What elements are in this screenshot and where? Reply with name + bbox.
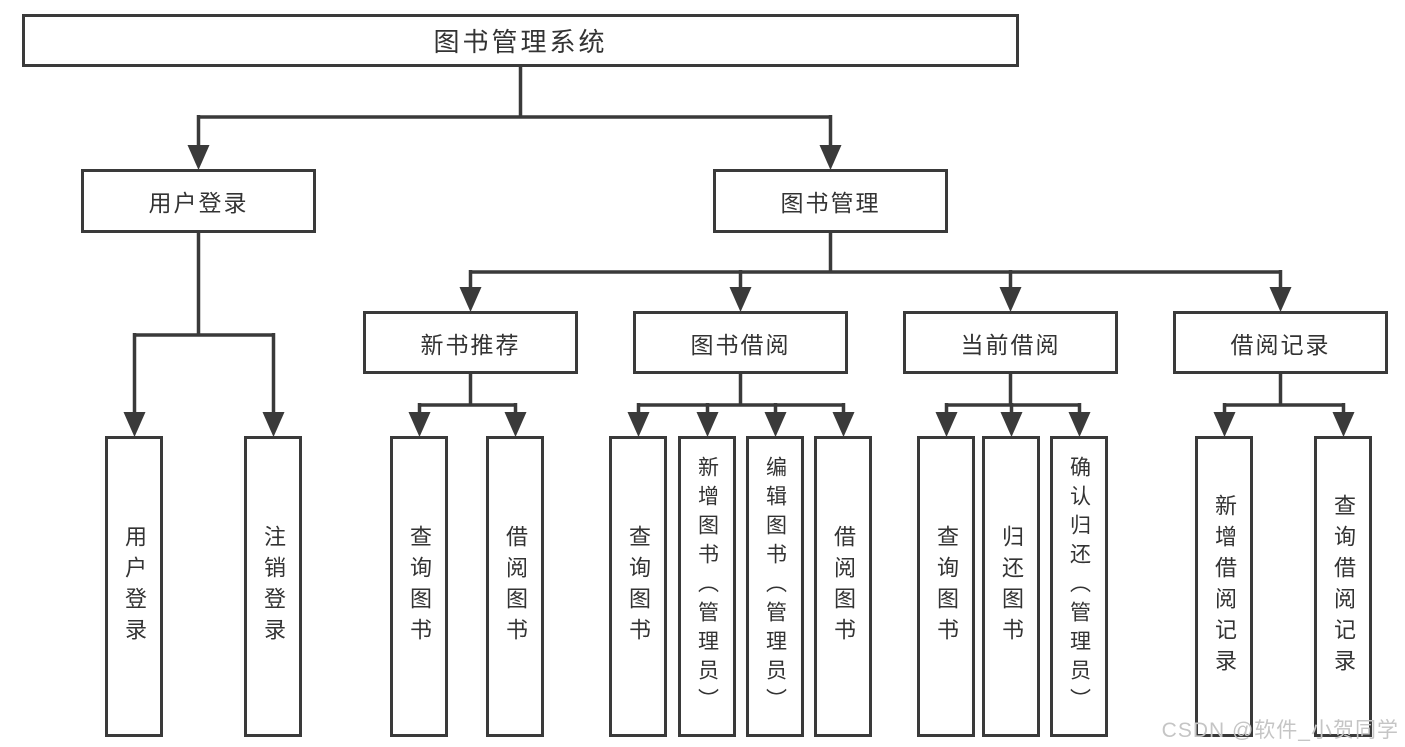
arrow-down-icon [819,145,842,170]
node-label: 图书借阅 [690,331,791,358]
node-label: 注销登录 [261,524,286,649]
node-library-system: 图书管理系统 [22,14,1019,67]
node-label: 借阅图书 [503,524,528,649]
leaf-add-book-admin: 新增图书（管理员） [678,436,736,737]
arrow-down-icon [1213,412,1236,437]
node-label: 编辑图书（管理员） [763,456,787,717]
arrow-down-icon [187,145,210,170]
node-label: 当前借阅 [960,331,1061,358]
csdn-watermark: CSDN @软件_小贺同学 [1161,719,1399,742]
node-label: 新增借阅记录 [1212,493,1237,680]
node-label: 确认归还（管理员） [1067,456,1091,717]
leaf-add-borrow-record: 新增借阅记录 [1195,436,1253,737]
connector-root-level2 [132,67,1346,414]
leaf-user-login: 用户登录 [105,436,163,737]
node-label: 借阅图书 [831,524,856,649]
arrow-down-icon [935,412,958,437]
node-label: 查询借阅记录 [1331,493,1356,680]
node-label: 新书推荐 [420,331,521,358]
arrow-down-icon [1269,287,1292,312]
leaf-edit-book-admin: 编辑图书（管理员） [746,436,804,737]
arrow-down-icon [729,287,752,312]
arrow-down-icon [1000,412,1023,437]
node-label: 用户登录 [122,524,147,649]
node-user-login: 用户登录 [81,169,316,233]
arrow-down-icon [832,412,855,437]
leaf-confirm-return-admin: 确认归还（管理员） [1050,436,1108,737]
arrow-down-icon [999,287,1022,312]
arrow-down-icon [262,412,285,437]
arrow-down-icon [627,412,650,437]
node-label: 借阅记录 [1230,331,1331,358]
arrow-down-icon [408,412,431,437]
leaf-query-books-current: 查询图书 [917,436,975,737]
leaf-logout: 注销登录 [244,436,302,737]
leaf-query-books-recommend: 查询图书 [390,436,448,737]
node-label: 查询图书 [934,524,959,649]
leaf-return-books: 归还图书 [982,436,1040,737]
node-label: 图书管理系统 [433,27,608,57]
node-book-management: 图书管理 [713,169,948,233]
leaf-borrow-books: 借阅图书 [814,436,872,737]
node-borrow-records: 借阅记录 [1173,311,1388,374]
arrow-down-icon [764,412,787,437]
node-current-borrow: 当前借阅 [903,311,1118,374]
arrow-down-icon [459,287,482,312]
arrow-down-icon [123,412,146,437]
node-new-book-recommend: 新书推荐 [363,311,578,374]
node-label: 新增图书（管理员） [695,456,719,717]
node-label: 归还图书 [999,524,1024,649]
node-label: 用户登录 [148,190,249,216]
node-label: 图书管理 [780,190,881,216]
node-book-borrow: 图书借阅 [633,311,848,374]
leaf-query-books-borrow: 查询图书 [609,436,667,737]
leaf-borrow-books-recommend: 借阅图书 [486,436,544,737]
node-label: 查询图书 [626,524,651,649]
arrow-down-icon [696,412,719,437]
leaf-query-borrow-record: 查询借阅记录 [1314,436,1372,737]
arrow-down-icon [1332,412,1355,437]
node-label: 查询图书 [407,524,432,649]
arrow-down-icon [504,412,527,437]
arrow-down-icon [1068,412,1091,437]
